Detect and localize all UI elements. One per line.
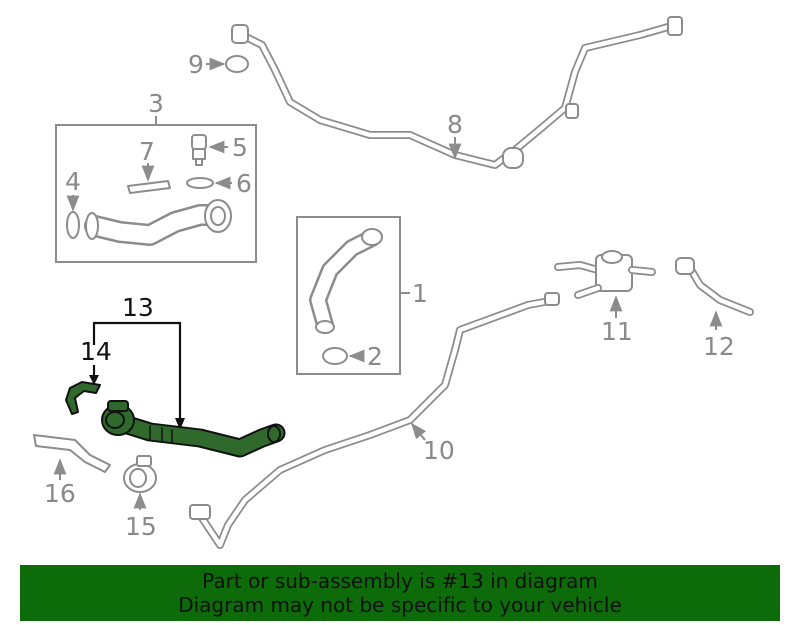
label-9: 9 (188, 50, 204, 79)
label-13: 13 (122, 293, 154, 322)
label-4: 4 (65, 167, 81, 196)
part-3-hose (84, 199, 232, 246)
part-6-o-ring (186, 177, 214, 189)
label-6: 6 (236, 169, 252, 198)
label-10: 10 (423, 436, 455, 465)
part-12-hose (675, 257, 754, 316)
label-1: 1 (412, 279, 428, 308)
part-10-tube (189, 292, 560, 549)
part-11-valve (554, 250, 656, 299)
part-7-bracket (127, 180, 171, 194)
part-4-o-ring (66, 211, 80, 239)
label-16: 16 (44, 479, 76, 508)
label-15: 15 (125, 512, 157, 541)
part-15-clamp (123, 455, 157, 493)
part-5-sensor (191, 134, 207, 166)
label-13-bracket (92, 321, 182, 420)
parts-diagram: 9 8 3 4 5 6 7 1 2 10 (33, 16, 754, 549)
label-11: 11 (601, 317, 633, 346)
part-1-hose (309, 228, 383, 334)
part-9-o-ring (225, 55, 249, 73)
label-14: 14 (80, 337, 112, 366)
label-7: 7 (139, 137, 155, 166)
banner-line-2: Diagram may not be specific to your vehi… (178, 593, 622, 617)
label-5: 5 (232, 133, 248, 162)
part-1-box (296, 216, 401, 375)
notice-banner: Part or sub-assembly is #13 in diagram D… (20, 565, 780, 621)
part-16-bracket (33, 434, 111, 473)
banner-line-1: Part or sub-assembly is #13 in diagram (202, 569, 598, 593)
part-14-clip (65, 381, 101, 415)
part-8-tube (231, 16, 683, 169)
label-3: 3 (148, 89, 164, 118)
label-2: 2 (367, 342, 383, 371)
label-12: 12 (703, 332, 735, 361)
part-2-o-ring (322, 347, 348, 365)
part-13-hose (101, 400, 286, 458)
label-8: 8 (447, 110, 463, 139)
